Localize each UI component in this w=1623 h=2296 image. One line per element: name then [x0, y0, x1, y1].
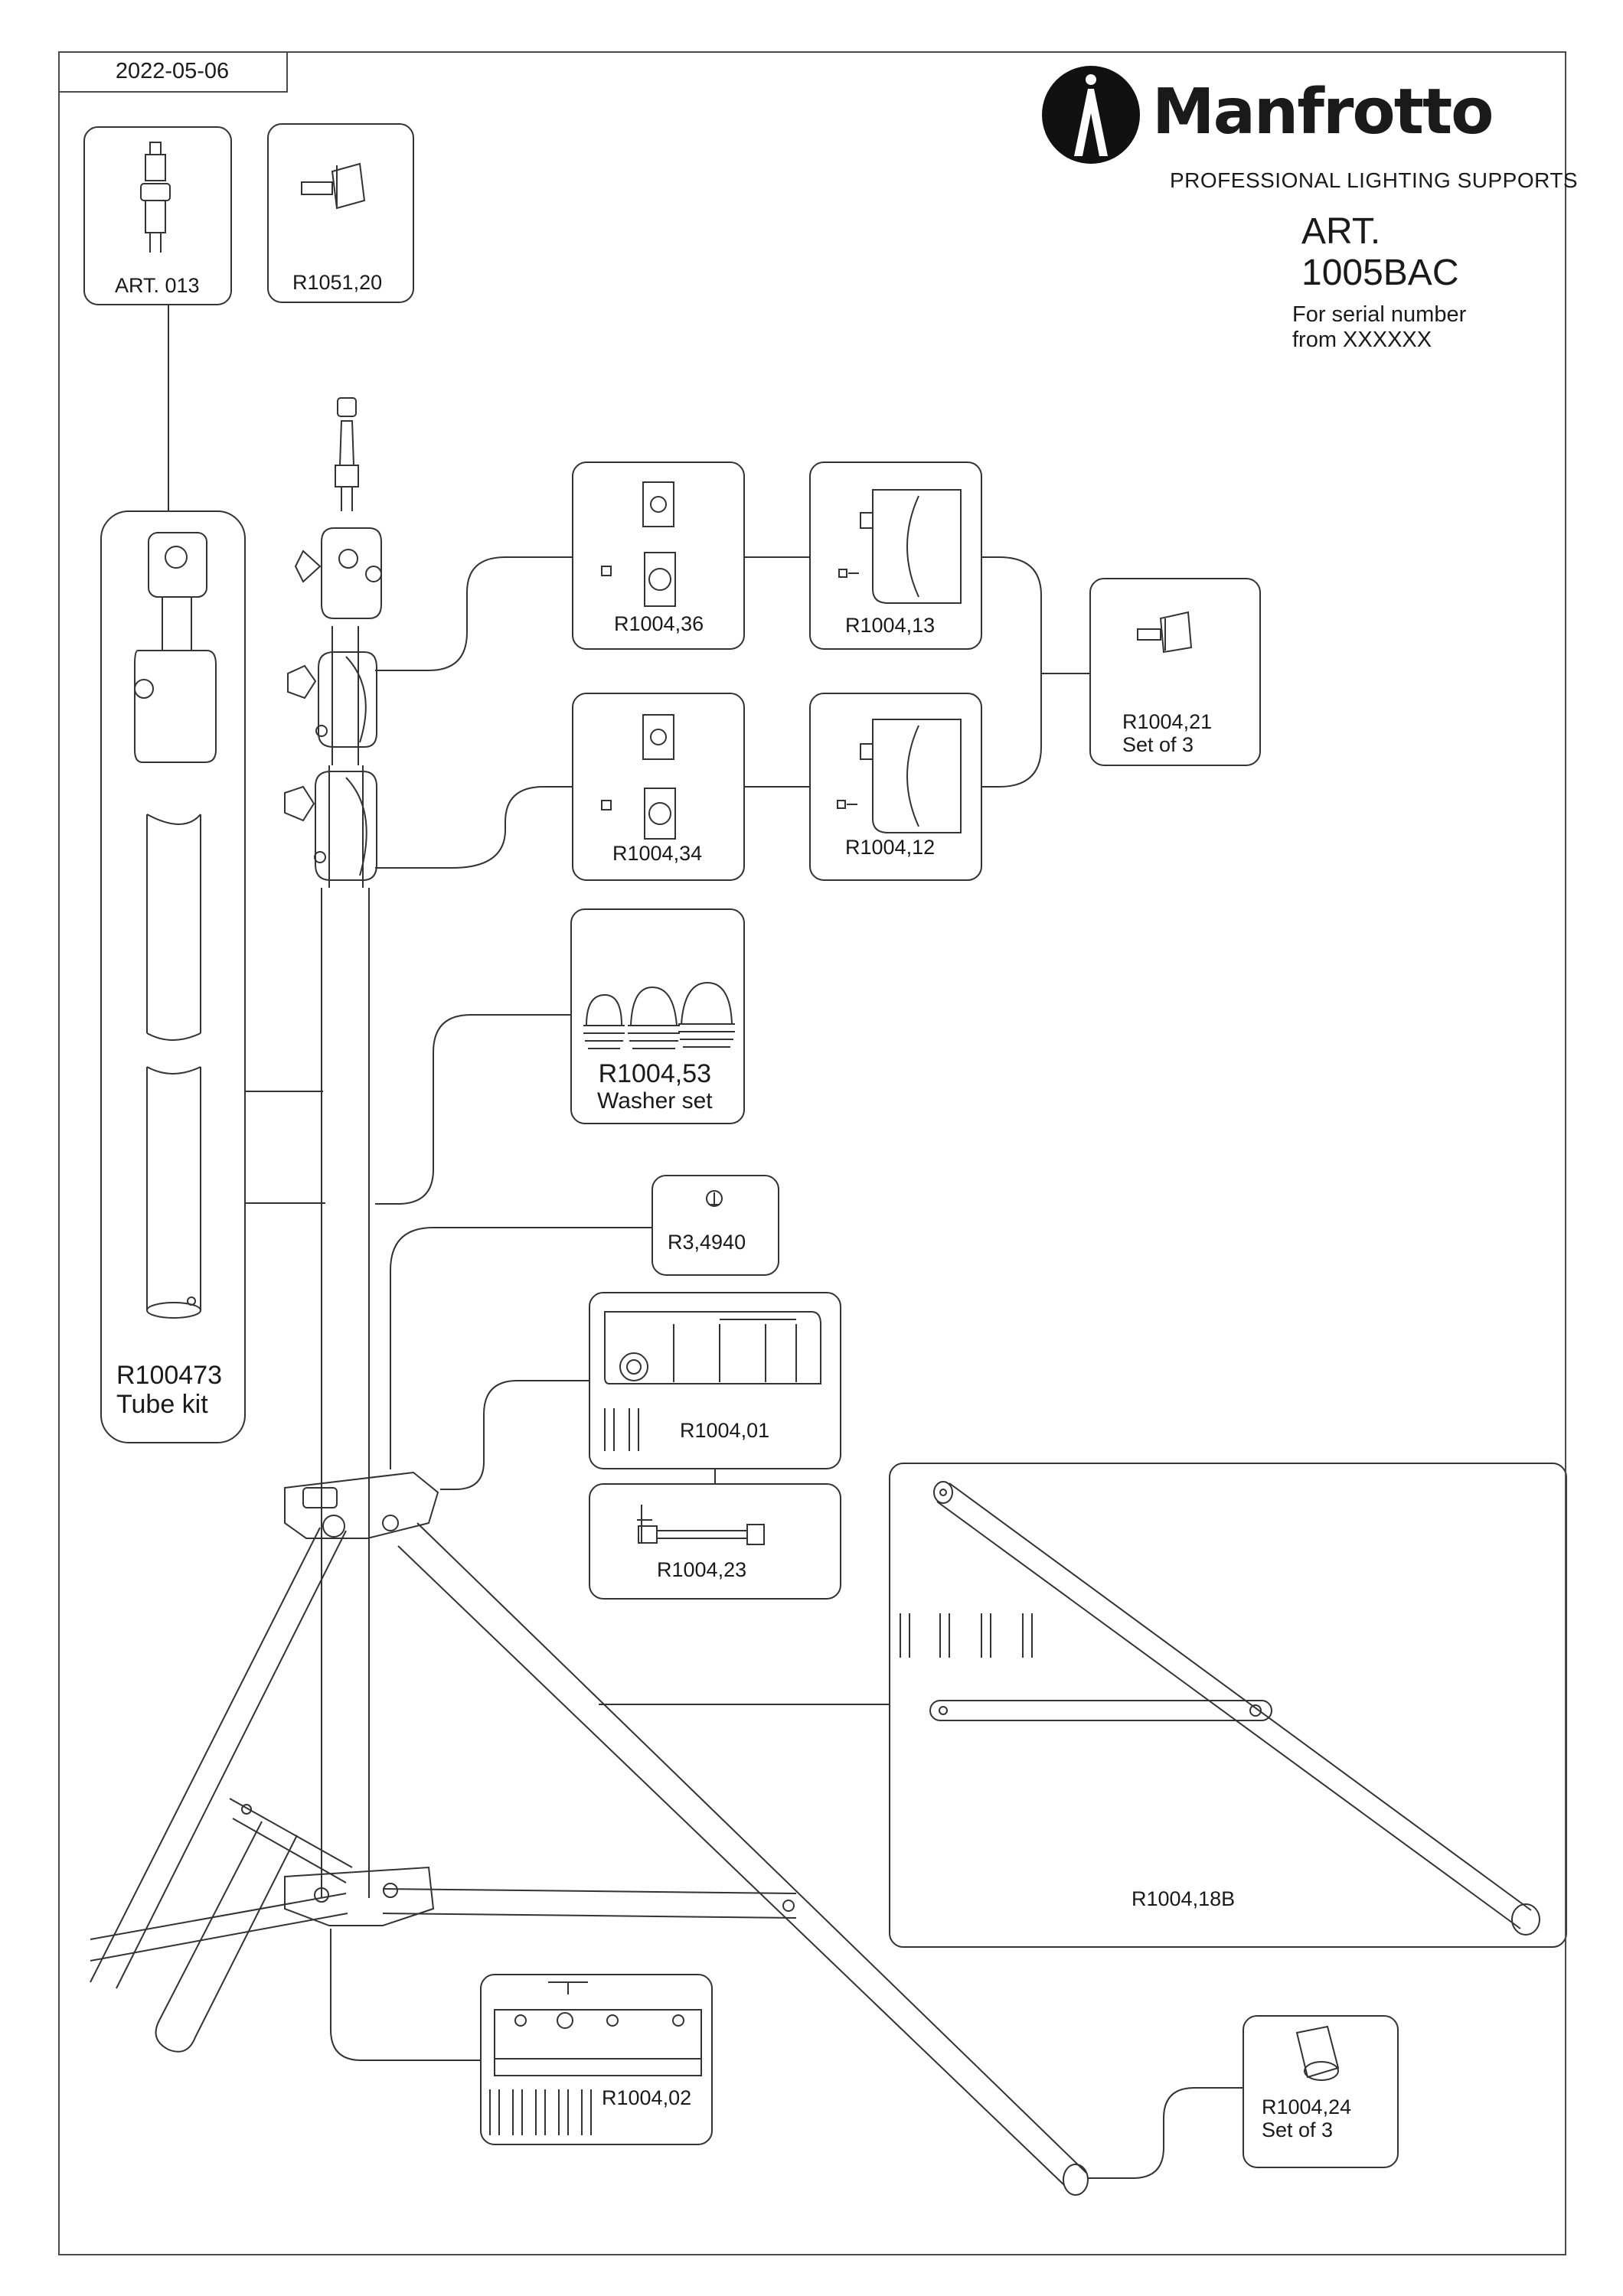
clamp-insert-icon [601, 714, 676, 840]
serial-line-2: from XXXXXX [1292, 328, 1432, 353]
part-label-r100423: R1004,23 [657, 1558, 747, 1581]
bolt-icon [637, 1505, 765, 1545]
brand-block: Manfrotto PROFESSIONAL LIGHTING SUPPORTS [1037, 64, 1578, 202]
part-label-r100473: R100473 Tube kit [116, 1361, 222, 1419]
box-r100421 [1089, 578, 1261, 766]
part-label-r100434: R1004,34 [612, 842, 703, 865]
knob-icon [301, 162, 366, 210]
box-r100413 [809, 461, 982, 650]
manfrotto-logo-icon [1042, 66, 1140, 164]
part-code: R1004,21 [1122, 710, 1213, 733]
part-label-art013: ART. 013 [115, 274, 200, 297]
leg-and-strut-icon [900, 1481, 1540, 1936]
article-number: ART. 1005BAC [1301, 211, 1458, 294]
part-label-r100418b: R1004,18B [1132, 1887, 1236, 1910]
spigot-icon [140, 142, 171, 253]
part-label-r100436: R1004,36 [614, 612, 704, 635]
clamp-insert-icon [601, 481, 676, 607]
art-label: ART. [1301, 211, 1381, 252]
part-label-r100413: R1004,13 [845, 614, 936, 637]
part-label-r34940: R3,4940 [668, 1231, 746, 1254]
sheet-border [58, 51, 1566, 2255]
hub-icon [489, 1981, 702, 2135]
washer-set-icon [583, 981, 735, 1049]
lock-housing-icon [837, 719, 962, 833]
art-code: 1005BAC [1301, 252, 1459, 293]
part-label-r100421: R1004,21 Set of 3 [1122, 710, 1212, 756]
box-r100424 [1243, 2015, 1399, 2168]
serial-note: For serial number from XXXXXX [1292, 302, 1466, 354]
box-r100436 [572, 461, 745, 650]
box-r100473 [100, 510, 246, 1443]
foot-cap-icon [1295, 2025, 1340, 2081]
part-code: R1004,53 [598, 1059, 712, 1088]
part-name: Tube kit [116, 1390, 208, 1420]
part-label-r100453: R1004,53 Washer set [597, 1059, 713, 1114]
part-name: Washer set [597, 1088, 713, 1114]
date-stamp: 2022-05-06 [58, 51, 288, 93]
leg-casting-icon [604, 1311, 821, 1451]
brand-name: Manfrotto [1152, 76, 1494, 148]
part-code: R100473 [116, 1361, 223, 1390]
part-label-r100424: R1004,24 Set of 3 [1262, 2095, 1351, 2141]
tube-kit-icon [134, 532, 217, 1319]
part-name: Set of 3 [1122, 733, 1194, 757]
part-label-r100401: R1004,01 [680, 1419, 770, 1442]
part-label-r105120: R1051,20 [292, 271, 383, 294]
brand-logo [1037, 64, 1137, 164]
part-name: Set of 3 [1262, 2118, 1334, 2142]
box-r100453 [570, 908, 745, 1124]
serial-line-1: For serial number [1292, 302, 1467, 327]
box-r105120 [267, 123, 414, 303]
brand-tagline: PROFESSIONAL LIGHTING SUPPORTS [1170, 168, 1579, 192]
part-code: R1004,24 [1262, 2095, 1352, 2118]
box-art013 [83, 126, 232, 305]
knob-icon [1137, 611, 1193, 654]
part-label-r100412: R1004,12 [845, 836, 936, 859]
part-label-r100402: R1004,02 [602, 2086, 692, 2109]
box-r34940 [651, 1175, 779, 1276]
screw-icon [706, 1190, 723, 1207]
lock-housing-icon [838, 489, 962, 604]
